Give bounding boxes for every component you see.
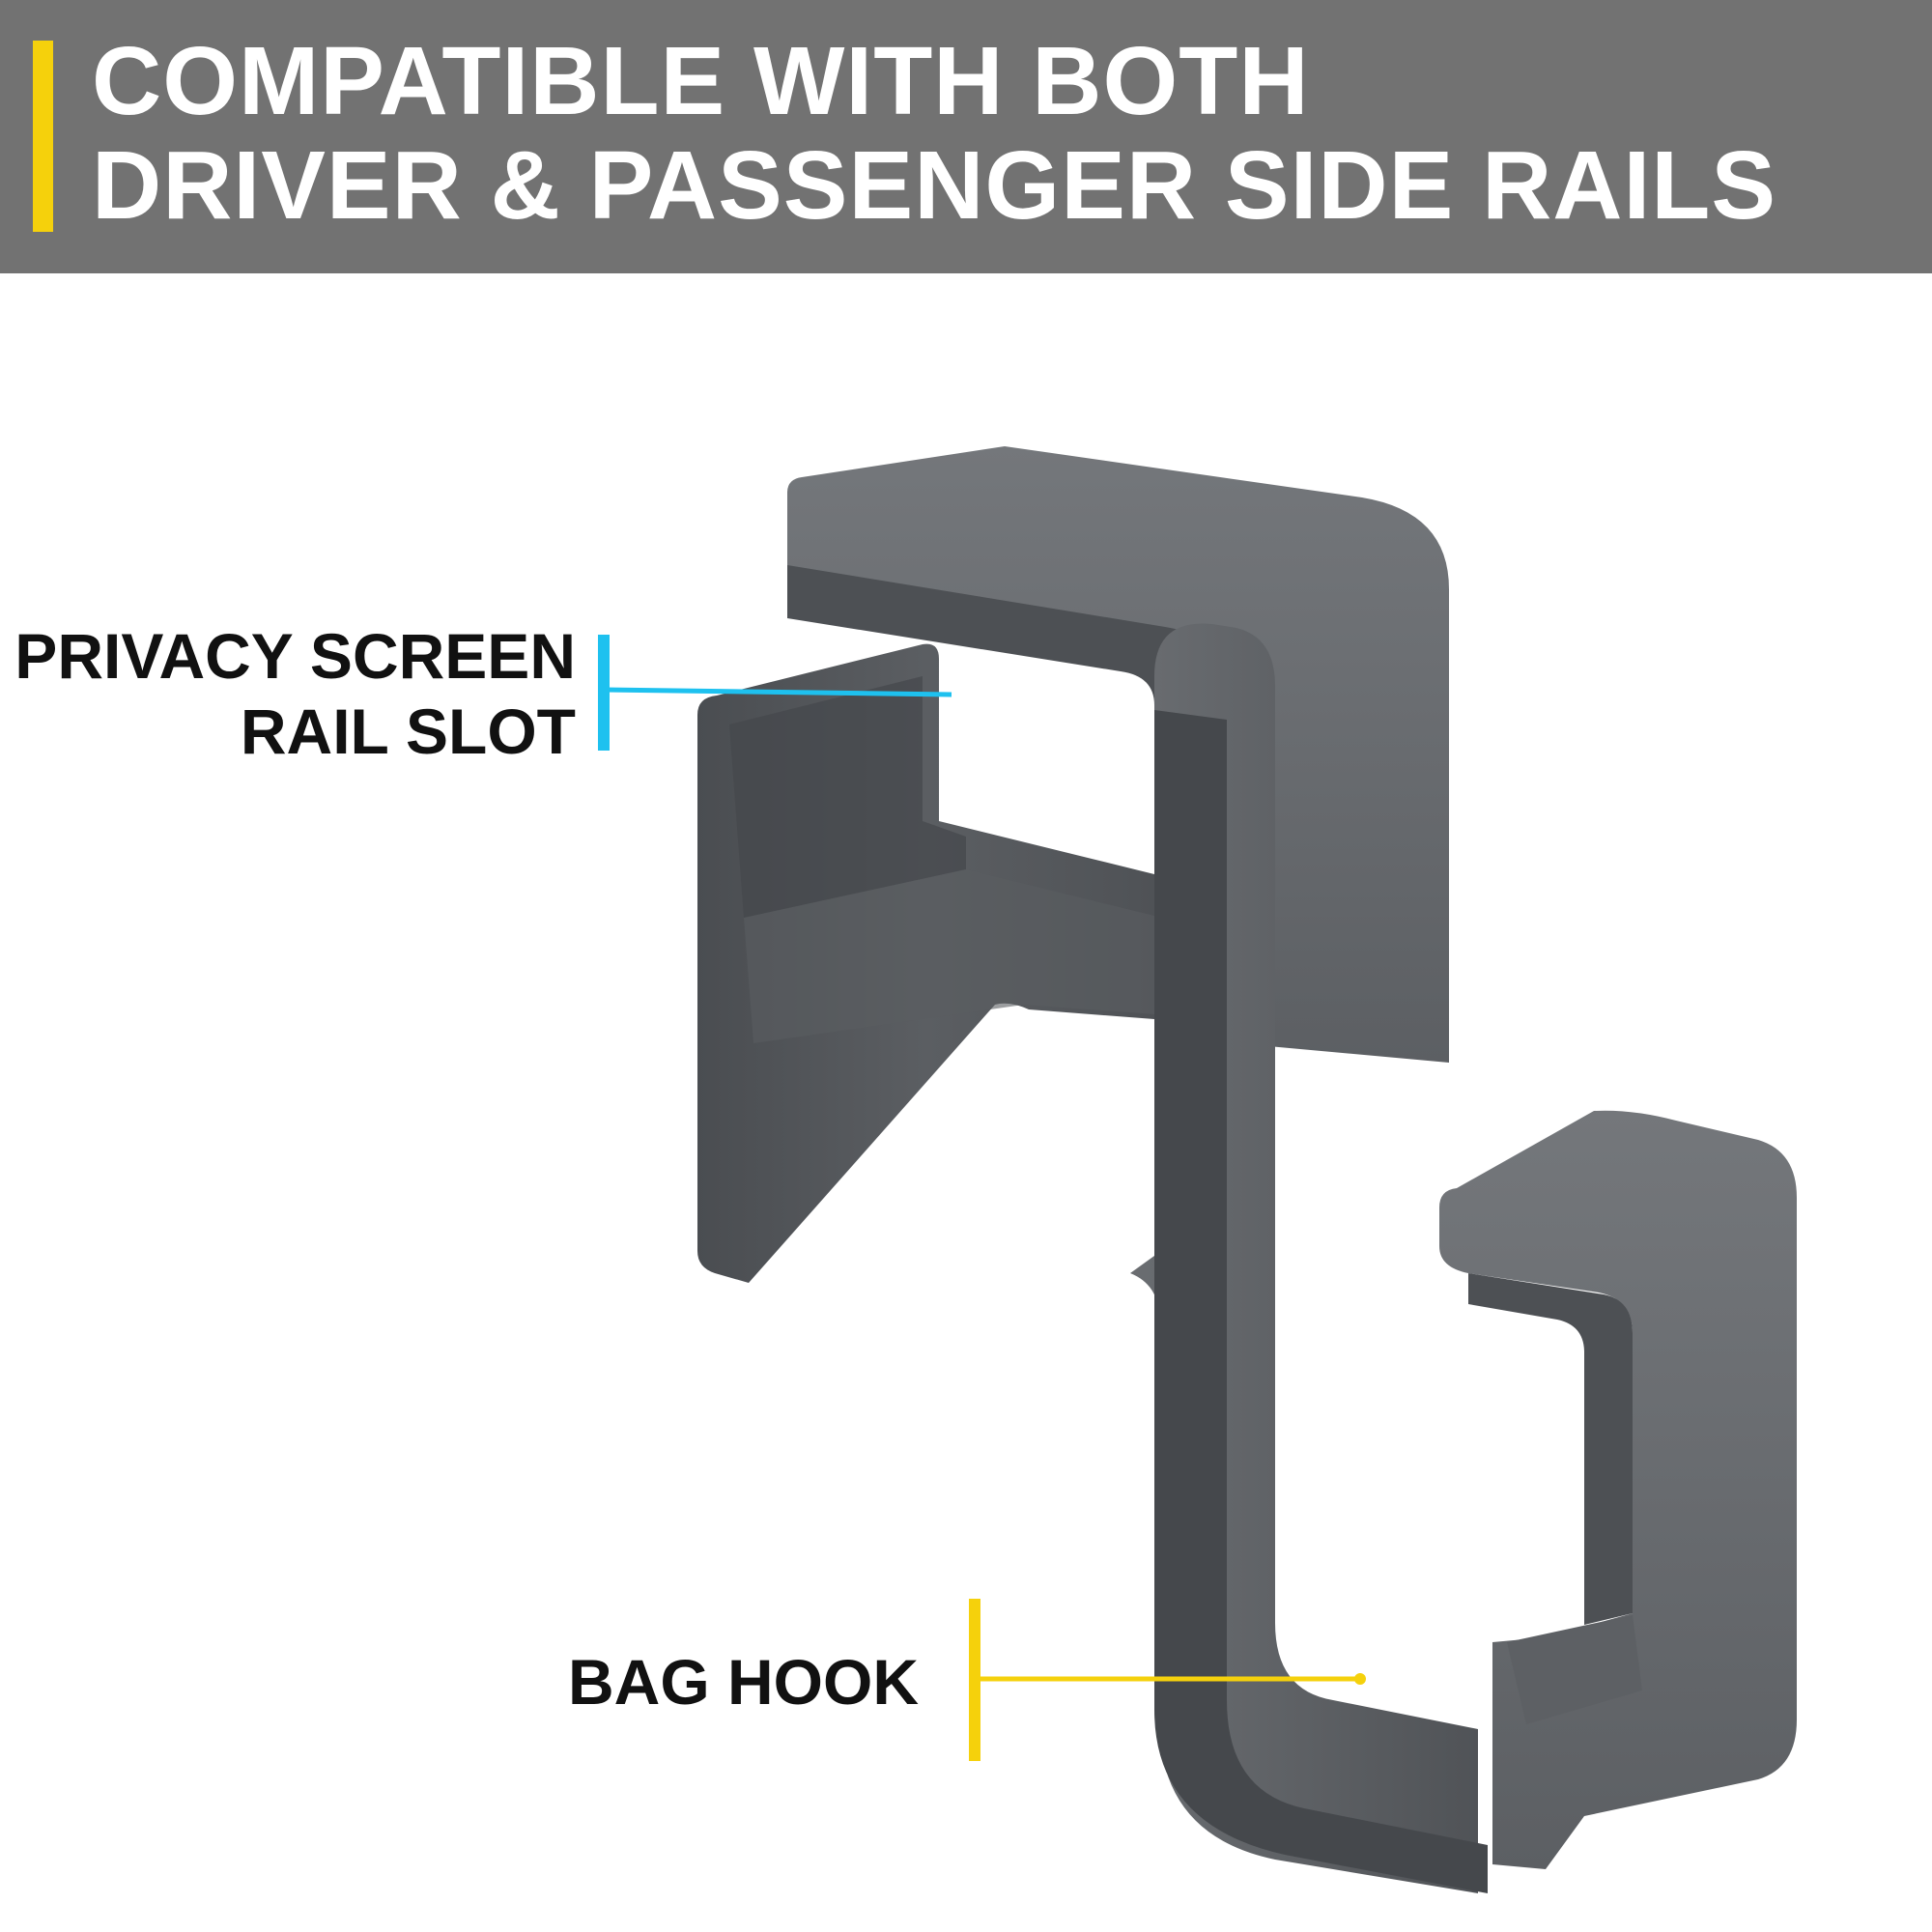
bag-hook (1439, 1110, 1797, 1869)
banner-accent-bar (33, 41, 53, 232)
main-body (1130, 623, 1488, 1893)
privacy-screen-label: PRIVACY SCREEN RAIL SLOT (0, 618, 576, 769)
back-plate (697, 643, 1154, 1283)
bag-hook-label: BAG HOOK (568, 1646, 919, 1718)
banner-title-line-1: COMPATIBLE WITH BOTH (92, 27, 1310, 135)
banner-title: COMPATIBLE WITH BOTH DRIVER & PASSENGER … (92, 29, 1908, 238)
privacy-screen-label-line-1: PRIVACY SCREEN (14, 620, 576, 692)
banner-title-line-2: DRIVER & PASSENGER SIDE RAILS (92, 131, 1777, 240)
privacy-screen-label-line-2: RAIL SLOT (240, 696, 576, 767)
header-banner: COMPATIBLE WITH BOTH DRIVER & PASSENGER … (0, 0, 1932, 273)
